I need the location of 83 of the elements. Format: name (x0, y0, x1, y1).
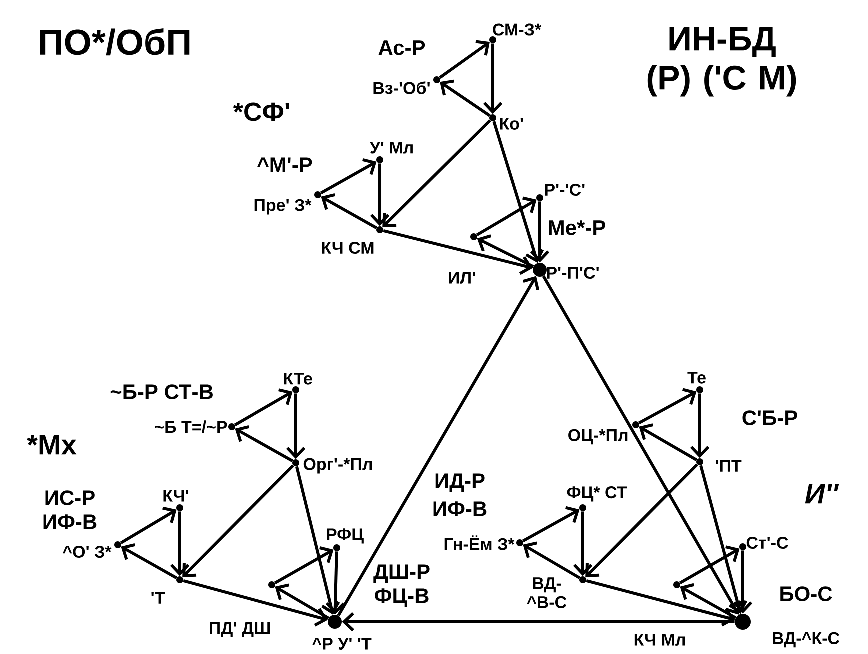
arrow (523, 542, 581, 580)
arrow (440, 80, 491, 118)
arrow (121, 543, 178, 580)
arrow (639, 424, 698, 462)
group-label: ИФ-В (434, 502, 487, 516)
node-label: ПД' ДШ (210, 582, 276, 638)
group-label: ИФ-В (44, 514, 97, 530)
node-label: СМ-З* (490, 24, 542, 44)
arrow (120, 506, 177, 544)
arrow (382, 120, 492, 228)
group-label: ИС-Р (46, 490, 95, 506)
node-label: Р'-П'С' (533, 263, 599, 280)
node-label: Гн-Ём З* (444, 536, 524, 550)
node-label: РФЦ (327, 528, 364, 552)
node-label: Ст'-С (740, 536, 788, 550)
group-label: *СФ' (233, 102, 290, 122)
arrow (234, 388, 293, 426)
node-label: ФЦ* СТ (567, 486, 628, 512)
group-label: *Мх (27, 435, 77, 455)
group-label: ФЦ-В (375, 588, 429, 608)
group-label: ДШ-Р (374, 564, 430, 584)
node-label: ВД- ^В-С (527, 576, 586, 608)
node-label: ИЛ' (449, 234, 478, 284)
arrow (492, 121, 544, 264)
arrow (383, 229, 534, 276)
node-label: ВД-^К-С (735, 614, 840, 648)
arrow (476, 196, 537, 236)
arrow (690, 394, 710, 458)
group-label: ~Б-Р СТ-В (110, 384, 213, 400)
arrow (342, 612, 735, 632)
arrow (439, 40, 490, 80)
node-label: Р'-'С' (536, 184, 585, 202)
arrow (370, 164, 390, 226)
node-label: У' Мл (370, 142, 413, 164)
arrow (679, 546, 740, 584)
node-label: Ко' (490, 114, 524, 130)
node-label: КЧ Мл (634, 582, 686, 646)
arrow (286, 394, 306, 460)
arrow (542, 276, 742, 615)
arrow (586, 580, 736, 627)
node-label: ^О' З* (63, 542, 122, 558)
node-label: 'Т (152, 576, 184, 604)
arrow (586, 464, 698, 578)
node-label: 'ПТ (696, 458, 742, 472)
arrow (170, 512, 190, 576)
arrow (321, 193, 378, 230)
node-label: Вз-'Об' (374, 76, 440, 94)
arrow (680, 583, 737, 620)
arrow (275, 584, 330, 620)
group-label: ^М'-Р (258, 158, 312, 172)
node-label: КЧ' (164, 490, 188, 512)
arrow (700, 465, 748, 614)
node-label: Те (688, 372, 706, 394)
title: ПО*/ОбП (40, 28, 190, 56)
arrow (638, 388, 697, 425)
arrow (477, 234, 534, 268)
arrow (182, 464, 294, 578)
group-label: ИД-Р (436, 474, 485, 492)
node-label: Орг'-*Пл (292, 458, 372, 474)
node-label: КТе (284, 372, 312, 394)
node-label: КЧ СМ (322, 226, 384, 254)
arrow (320, 158, 377, 194)
group-label: Ме*-Р (549, 220, 606, 236)
group-label: С'Б-Р (742, 410, 798, 426)
group-label: Ас-Р (378, 40, 426, 56)
arrow (235, 425, 294, 462)
arrow (274, 546, 334, 584)
arrow (326, 552, 346, 615)
heading: ИН-БД (Р) ('С М) (648, 27, 796, 97)
node-label: ^Р У' 'Т (312, 615, 372, 650)
arrow (733, 550, 753, 614)
node-label: Пре' З* (254, 192, 322, 215)
arrow (337, 276, 540, 617)
arrow (522, 506, 580, 543)
node-label: ОЦ-*Пл (568, 422, 640, 445)
arrow (183, 580, 328, 627)
arrow (573, 512, 593, 576)
arrow (483, 44, 503, 114)
arrow (530, 202, 550, 263)
node-label: ~Б Т=/~Р (155, 420, 236, 434)
arrow (295, 466, 340, 616)
group-label: БО-С (780, 586, 832, 602)
group-label: И'' (805, 484, 840, 504)
